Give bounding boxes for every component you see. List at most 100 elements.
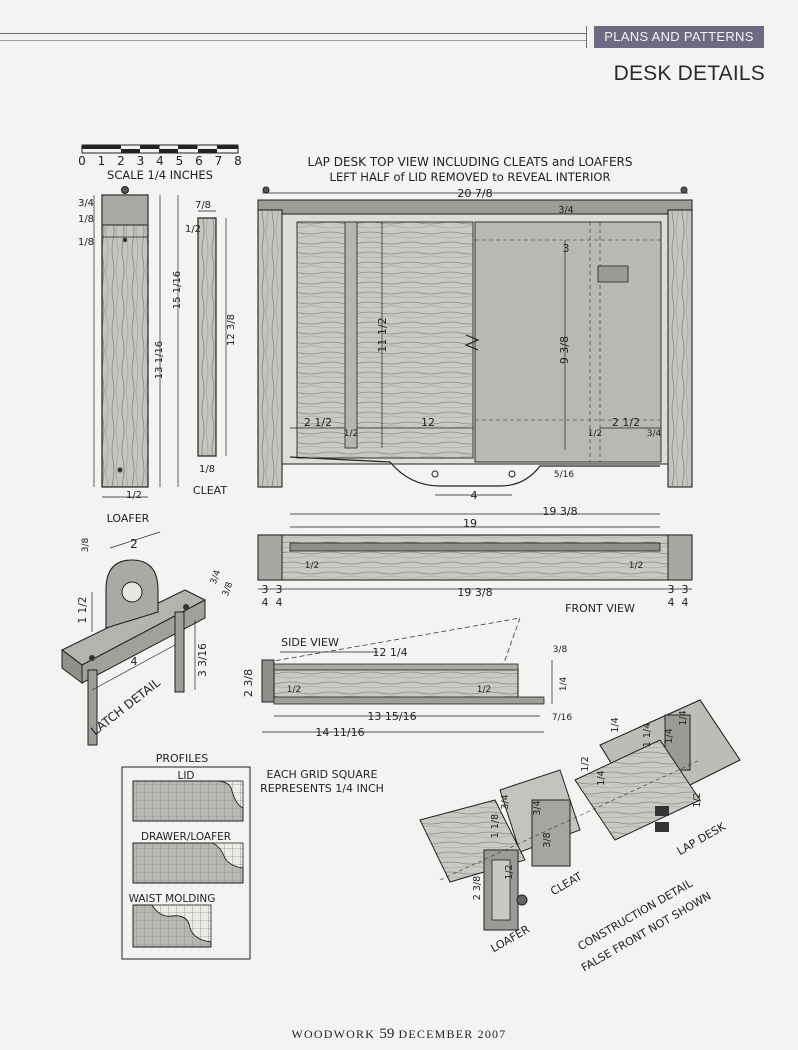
- loafer-dim-total: 15 1/16: [172, 271, 183, 309]
- cleat-dim-top-small: 1/2: [185, 224, 201, 235]
- profiles-title: PROFILES: [156, 752, 209, 765]
- front-view-drawing: [257, 513, 693, 590]
- front-dim-right-c: 4: [668, 596, 675, 609]
- profiles-box: [121, 766, 251, 960]
- top-dim-front-overhang: 5/16: [554, 470, 574, 480]
- loafer-drawing: [93, 186, 179, 498]
- const-dim-i: 3/8: [542, 832, 553, 847]
- profile-label-drawer: DRAWER/LOAFER: [141, 831, 231, 843]
- top-view-subtitle: LEFT HALF of LID REMOVED to REVEAL INTER…: [330, 170, 611, 184]
- scale-bar: 0 1 2 3 4 5 6 7 8 SCALE 1/4 INCHES: [78, 144, 242, 182]
- top-dim-hinge: 3: [563, 242, 570, 255]
- cleat-drawing: [197, 210, 227, 457]
- top-dim-interior-width: 12: [421, 416, 435, 429]
- page-title: DESK DETAILS: [613, 62, 765, 85]
- latch-dim-post: 3 3/16: [197, 643, 209, 677]
- scale-num: 4: [156, 154, 164, 168]
- top-dim-overall: 20 7/8: [457, 187, 492, 200]
- const-dim-k: 1/2: [504, 864, 515, 879]
- header-rule: [0, 33, 586, 34]
- page-footer: WOODWORK 59 DECEMBER 2007: [0, 1026, 798, 1043]
- top-dim-lid-depth: 11 1/2: [376, 317, 389, 352]
- front-dim-left-b: 3: [276, 583, 283, 596]
- top-view-title: LAP DESK TOP VIEW INCLUDING CLEATS and L…: [307, 155, 632, 169]
- scale-num: 0: [78, 154, 86, 168]
- loafer-dim-width: 1/2: [126, 490, 142, 501]
- side-dim-right-in: 1/2: [477, 685, 491, 695]
- scale-num: 3: [137, 154, 145, 168]
- const-dim-m: 1/4: [678, 710, 689, 725]
- top-dim-right-edge: 3/4: [647, 429, 662, 439]
- side-dim-left-in: 1/2: [287, 685, 301, 695]
- front-dim-right-d: 4: [682, 596, 689, 609]
- front-dim-right-inset: 1/2: [629, 561, 643, 571]
- scale-num: 8: [234, 154, 242, 168]
- footer-magazine: WOODWORK: [291, 1027, 376, 1041]
- front-dim-left-a: 3: [262, 583, 269, 596]
- side-dim-left-h: 2 3/8: [242, 669, 255, 697]
- scale-num: 1: [98, 154, 106, 168]
- const-dim-a: 1/4: [610, 717, 621, 732]
- top-dim-interior-depth: 9 3/8: [558, 336, 571, 364]
- side-dim-mid-r: 1/4: [559, 676, 569, 691]
- front-dim-left-d: 4: [276, 596, 283, 609]
- front-dim-outer: 19 3/8: [542, 505, 577, 518]
- side-dim-top-r: 3/8: [553, 645, 568, 655]
- front-dim-bottom: 19 3/8: [457, 586, 492, 599]
- top-dim-back: 3/4: [558, 205, 573, 216]
- loafer-label: LOAFER: [107, 512, 150, 525]
- top-dim-hand-hole: 4: [471, 489, 478, 502]
- profiles-note-line2: REPRESENTS 1/4 INCH: [260, 782, 384, 795]
- latch-dim-thickness: 3/8: [81, 537, 91, 552]
- front-dim-right-a: 3: [668, 583, 675, 596]
- const-dim-j: 2 3/8: [472, 876, 483, 900]
- side-view-label: SIDE VIEW: [281, 636, 339, 649]
- scale-num: 5: [176, 154, 184, 168]
- profiles-note-line1: EACH GRID SQUARE: [267, 768, 378, 781]
- front-view-label: FRONT VIEW: [565, 602, 635, 615]
- header-rule-tick: [586, 26, 587, 48]
- cleat-dim-length: 12 3/8: [226, 314, 237, 346]
- latch-dim-length: 4: [131, 655, 138, 668]
- loafer-dim-a: 1/8: [78, 214, 94, 225]
- scale-label: SCALE 1/4 INCHES: [107, 168, 213, 182]
- loafer-dim-top: 3/4: [78, 198, 94, 209]
- const-label-lap-desk: LAP DESK: [675, 820, 729, 858]
- scale-num: 2: [117, 154, 125, 168]
- header-rule-thin: [0, 40, 586, 41]
- profile-label-waist: WAIST MOLDING: [129, 893, 216, 905]
- latch-dim-right: 3/4: [209, 569, 223, 586]
- const-dim-e: 3/4: [500, 794, 511, 809]
- side-dim-lid: 12 1/4: [372, 646, 407, 659]
- footer-page-number: 59: [379, 1026, 395, 1042]
- cleat-dim-bottom: 1/8: [199, 464, 215, 475]
- const-dim-g: 1/2: [692, 792, 703, 807]
- footer-date: DECEMBER 2007: [398, 1027, 507, 1041]
- const-label-cleat: CLEAT: [548, 870, 584, 898]
- front-dim-right-b: 3: [682, 583, 689, 596]
- side-dim-bottom-r: 7/16: [552, 713, 572, 723]
- loafer-dim-b: 1/8: [78, 237, 94, 248]
- loafer-dim-lower: 13 1/16: [154, 341, 165, 379]
- const-dim-c: 1/2: [580, 756, 591, 771]
- latch-dim-right-b: 3/8: [221, 581, 235, 598]
- const-dim-d: 1/4: [596, 770, 607, 785]
- side-dim-inner-len: 13 15/16: [367, 710, 416, 723]
- top-dim-right-small: 1/2: [588, 429, 602, 439]
- section-label: PLANS AND PATTERNS: [594, 26, 764, 48]
- top-view-drawing: [257, 186, 693, 496]
- scale-num: 6: [195, 154, 203, 168]
- scale-num: 7: [215, 154, 223, 168]
- latch-dim-height: 1 1/2: [77, 597, 89, 624]
- side-dim-overall-len: 14 11/16: [315, 726, 364, 739]
- const-dim-b: 1 1/4: [642, 723, 653, 747]
- const-dim-h: 1 1/8: [490, 814, 501, 838]
- latch-detail-drawing: [60, 531, 207, 746]
- latch-dim-width: 2: [130, 537, 138, 551]
- latch-detail-label: LATCH DETAIL: [88, 675, 163, 738]
- top-dim-left-small: 1/2: [344, 429, 358, 439]
- cleat-label: CLEAT: [193, 484, 227, 497]
- top-dim-right-inset: 2 1/2: [612, 416, 640, 429]
